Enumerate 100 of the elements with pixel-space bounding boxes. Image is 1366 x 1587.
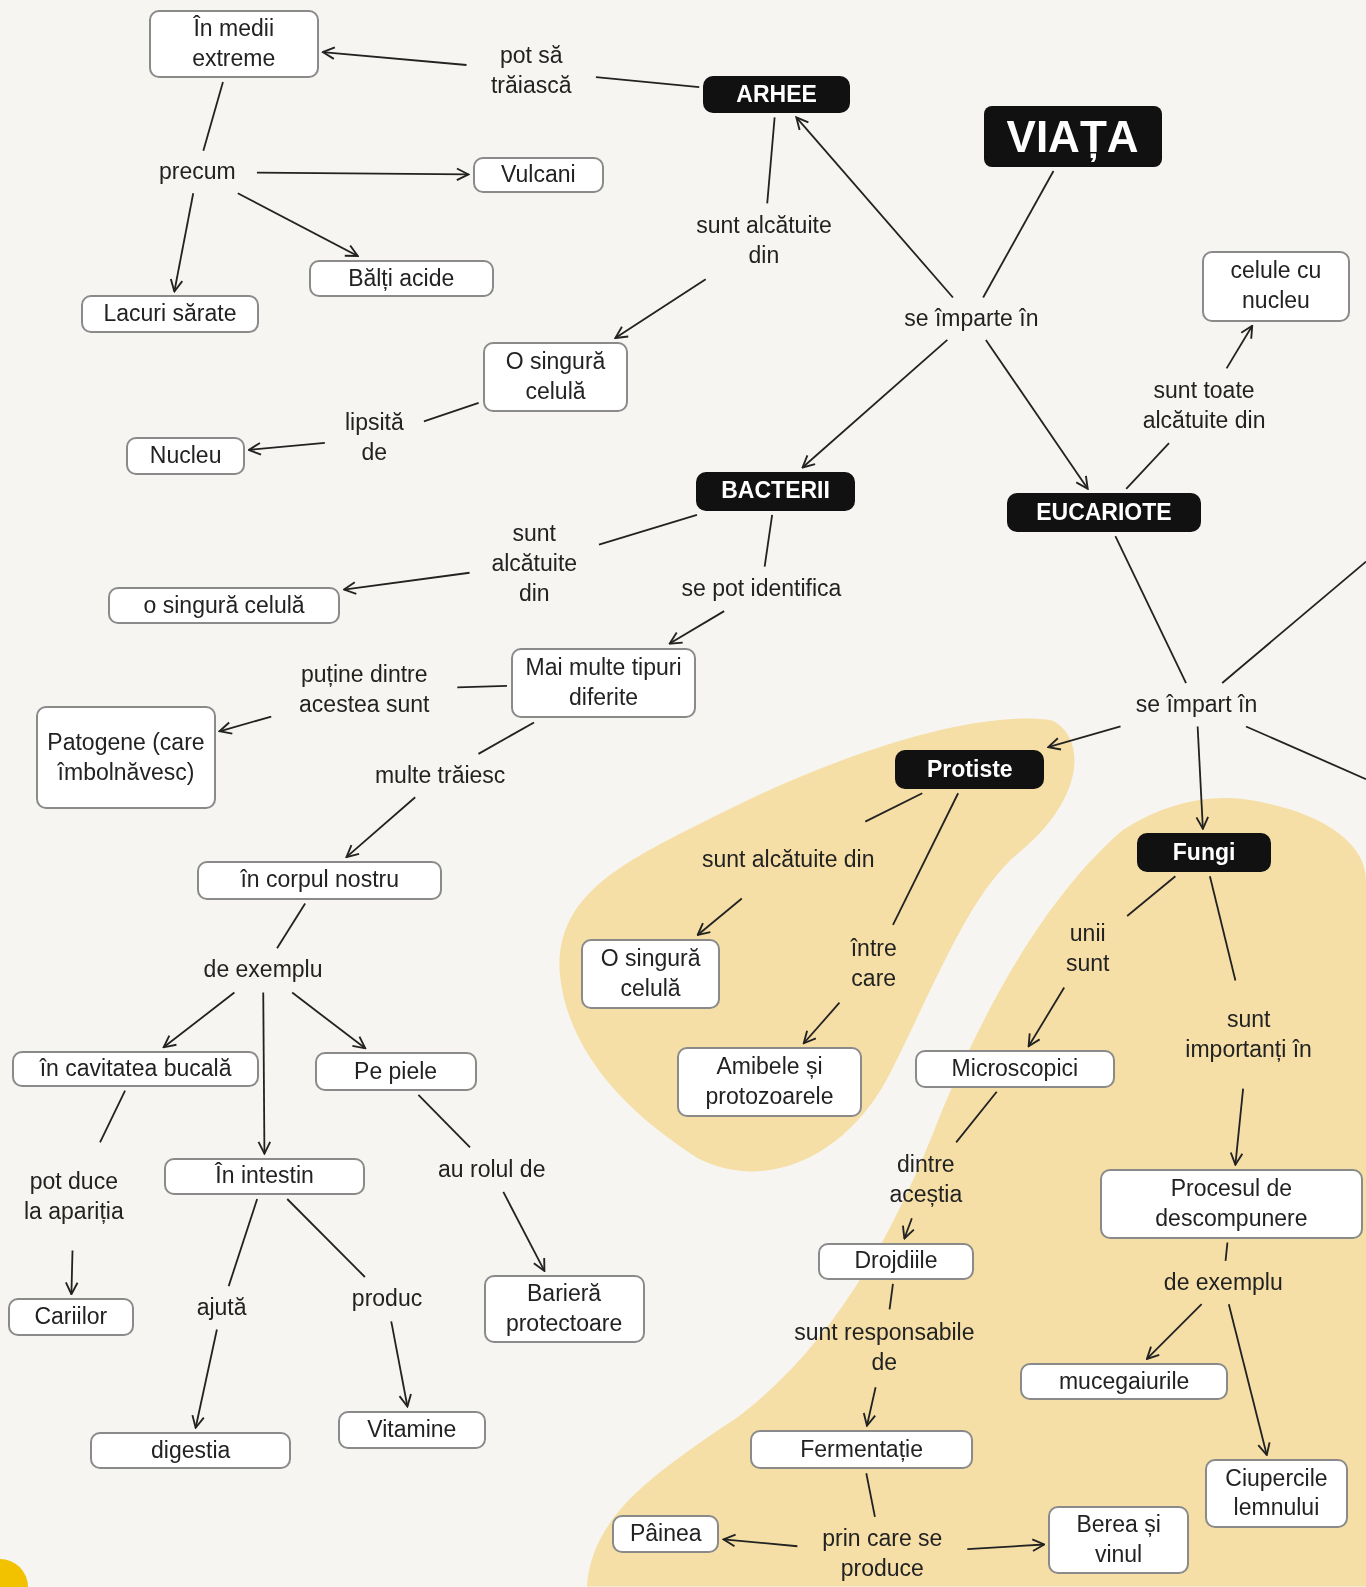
connector-line <box>595 76 701 88</box>
arrow <box>321 46 468 66</box>
connector-line <box>892 792 959 926</box>
concept-box: Lacuri sărate <box>80 295 259 333</box>
arrow <box>257 991 272 1155</box>
connector-line <box>1245 725 1366 781</box>
concept-box: Bălți acide <box>308 260 494 298</box>
linking-phrase: unii sunt <box>1052 913 1124 984</box>
linking-phrase: se pot identifica <box>657 570 866 608</box>
concept-box: Ciupercile lemnului <box>1205 1459 1348 1528</box>
concept-box: digestia <box>90 1431 292 1470</box>
connector-line <box>766 116 776 205</box>
connector-line <box>1126 875 1177 917</box>
arrow <box>343 571 471 595</box>
concept-box: Pâinea <box>612 1514 720 1554</box>
arrow <box>345 796 417 858</box>
concept-box: În intestin <box>163 1157 366 1195</box>
arrow <box>1229 1087 1244 1166</box>
concept-box: Drojdiile <box>817 1242 975 1280</box>
concept-box: Nucleu <box>126 437 245 475</box>
linking-phrase: dintre aceștia <box>872 1146 980 1215</box>
arrow <box>862 1386 877 1427</box>
arrow <box>668 610 726 645</box>
connector-line <box>864 792 924 823</box>
concept-box: mucegaiurile <box>1019 1362 1229 1401</box>
arrow <box>795 116 954 299</box>
linking-phrase: pot duce la apariția <box>18 1146 130 1247</box>
category-label: Protiste <box>895 749 1045 790</box>
connector-line <box>888 1283 894 1311</box>
arrow <box>64 1249 79 1296</box>
concept-box: Procesul de descompunere <box>1099 1168 1363 1239</box>
arrow <box>1145 1303 1203 1360</box>
arrow <box>191 1328 218 1429</box>
concept-box: Cariilor <box>8 1298 134 1336</box>
arrow <box>236 192 359 257</box>
arrow <box>902 1217 915 1240</box>
category-label: EUCARIOTE <box>1006 492 1202 533</box>
arrow <box>256 167 470 182</box>
title-label: VIAȚA <box>983 106 1162 167</box>
arrow <box>162 991 236 1049</box>
connector-line <box>423 402 480 423</box>
arrow <box>502 1191 546 1272</box>
connector-line <box>1221 560 1366 684</box>
connector-line <box>598 514 698 546</box>
connector-line <box>477 721 535 755</box>
connector-line <box>1209 875 1237 982</box>
arrow <box>614 278 707 339</box>
concept-box: În medii extreme <box>148 10 319 78</box>
connector-line <box>202 81 224 152</box>
arrow <box>169 192 195 293</box>
connector-line <box>982 170 1055 299</box>
arrow <box>802 1001 841 1045</box>
linking-phrase: puține dintre acestea sunt <box>275 655 454 725</box>
linking-phrase: produc <box>336 1281 438 1318</box>
arrow <box>722 1533 799 1548</box>
linking-phrase: între care <box>831 928 916 999</box>
linking-phrase: sunt toate alcătuite din <box>1121 372 1288 440</box>
arrow <box>291 991 367 1050</box>
connector-line <box>99 1089 126 1144</box>
arrow <box>390 1320 412 1408</box>
category-label: ARHEE <box>703 75 850 114</box>
arrow <box>801 339 949 469</box>
concept-box: Patogene (care îmbolnăvesc) <box>36 706 216 810</box>
concept-box: Vulcani <box>472 156 605 194</box>
linking-phrase: multe trăiesc <box>354 757 527 794</box>
arrow <box>985 339 1089 490</box>
concept-box: Berea și vinul <box>1048 1505 1189 1575</box>
arrow <box>1225 324 1254 370</box>
arrow <box>1047 725 1122 751</box>
concept-box: Pe piele <box>314 1052 477 1091</box>
arrow <box>218 715 273 735</box>
linking-phrase: sunt alcătuite din <box>698 825 879 895</box>
concept-box: în cavitatea bucală <box>12 1051 260 1087</box>
connector-line <box>286 1198 366 1278</box>
linking-phrase: se împart în <box>1118 687 1275 723</box>
connector-line <box>1224 1241 1229 1262</box>
linking-phrase: de exemplu <box>184 952 342 989</box>
arrow <box>966 1538 1046 1552</box>
connector-line <box>955 1090 998 1144</box>
connector-line <box>417 1093 471 1149</box>
concept-box: Microscopici <box>914 1050 1116 1088</box>
linking-phrase: prin care se produce <box>801 1520 964 1587</box>
linking-phrase: au rolul de <box>419 1151 564 1188</box>
linking-phrase: se împarte în <box>885 301 1058 336</box>
concept-box: Fermentație <box>749 1429 974 1470</box>
arrow <box>1195 725 1210 830</box>
concept-box: Vitamine <box>337 1410 486 1449</box>
linking-phrase: precum <box>141 154 253 190</box>
linking-phrase: sunt alcătuite din <box>473 514 595 615</box>
arrow <box>1227 1303 1271 1456</box>
connector-line <box>1125 442 1170 490</box>
connector-line <box>1114 535 1187 684</box>
linking-phrase: sunt alcătuite din <box>677 207 850 276</box>
connector-line <box>227 1198 259 1287</box>
linking-phrase: lipsită de <box>328 404 420 472</box>
concept-box: Amibele și protozoarele <box>676 1047 863 1118</box>
connector-line <box>276 902 307 950</box>
concept-box: O singură celulă <box>482 342 629 412</box>
connector-line <box>456 684 508 689</box>
concept-box: o singură celulă <box>108 586 340 625</box>
